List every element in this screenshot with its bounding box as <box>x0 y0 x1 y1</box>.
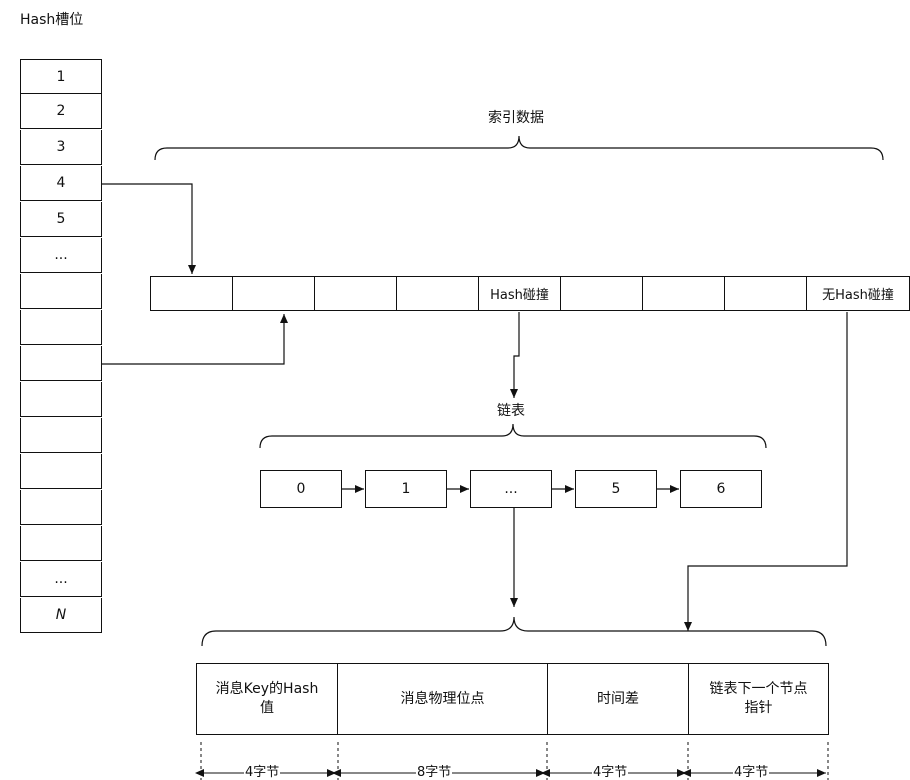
record-field-next-pointer: 链表下一个节点指针 <box>688 663 829 735</box>
record-field-physical-offset: 消息物理位点 <box>337 663 548 735</box>
record-field-label: 消息Key的Hash <box>215 681 319 697</box>
index-cell <box>314 276 397 311</box>
record-field-label: 链表下一个节点 <box>709 681 808 697</box>
list-node: 0 <box>260 470 342 508</box>
hash-slot-5: 5 <box>20 202 102 237</box>
hash-slot-title: Hash槽位 <box>20 12 84 28</box>
index-data-brace <box>154 135 884 161</box>
index-cell <box>396 276 479 311</box>
list-node: ... <box>470 470 552 508</box>
hash-slot-n: N <box>20 598 102 633</box>
byte-size-label: 8字节 <box>416 765 453 780</box>
hash-slot-ellipsis-top: ... <box>20 238 102 273</box>
list-node: 5 <box>575 470 657 508</box>
byte-size-label: 4字节 <box>244 765 281 780</box>
index-cell <box>560 276 643 311</box>
hash-slot-ellipsis-bottom: ... <box>20 562 102 597</box>
hash-slot-empty <box>20 274 102 309</box>
index-cell <box>642 276 725 311</box>
hash-slot-empty <box>20 418 102 453</box>
index-cell <box>724 276 807 311</box>
slot4-to-index-arrow <box>102 183 196 274</box>
hash-slot-2: 2 <box>20 94 102 129</box>
linked-list-title: 链表 <box>497 403 525 419</box>
byte-size-label: 4字节 <box>733 765 770 780</box>
hash-slot-empty <box>20 382 102 417</box>
hash-slot-1: 1 <box>20 59 102 94</box>
record-brace <box>201 616 827 647</box>
record-field-label: 时间差 <box>597 690 639 707</box>
record-field-label: 指针 <box>744 700 773 716</box>
list-node: 6 <box>680 470 762 508</box>
record-field-label: 消息物理位点 <box>400 690 485 707</box>
hash-slot-empty <box>20 310 102 345</box>
index-data-title: 索引数据 <box>488 110 544 126</box>
index-cell <box>150 276 233 311</box>
hash-slot-empty <box>20 490 102 525</box>
record-field-key-hash: 消息Key的Hash 值 <box>196 663 338 735</box>
hash-slot-4: 4 <box>20 166 102 201</box>
record-field-label: 值 <box>260 700 274 716</box>
list-node: 1 <box>365 470 447 508</box>
collision-to-list-arrow <box>510 312 520 398</box>
index-cell <box>232 276 315 311</box>
slot-to-index-arrow <box>102 314 288 365</box>
index-cell-no-hash-collision: 无Hash碰撞 <box>806 276 910 311</box>
hash-slot-empty <box>20 454 102 489</box>
linked-list-brace <box>259 423 767 449</box>
no-collision-to-record-arrow <box>684 312 848 631</box>
hash-slot-3: 3 <box>20 130 102 165</box>
hash-slot-empty <box>20 346 102 381</box>
record-field-time-diff: 时间差 <box>547 663 689 735</box>
index-cell-hash-collision: Hash碰撞 <box>478 276 561 311</box>
hash-slot-empty <box>20 526 102 561</box>
byte-size-label: 4字节 <box>592 765 629 780</box>
